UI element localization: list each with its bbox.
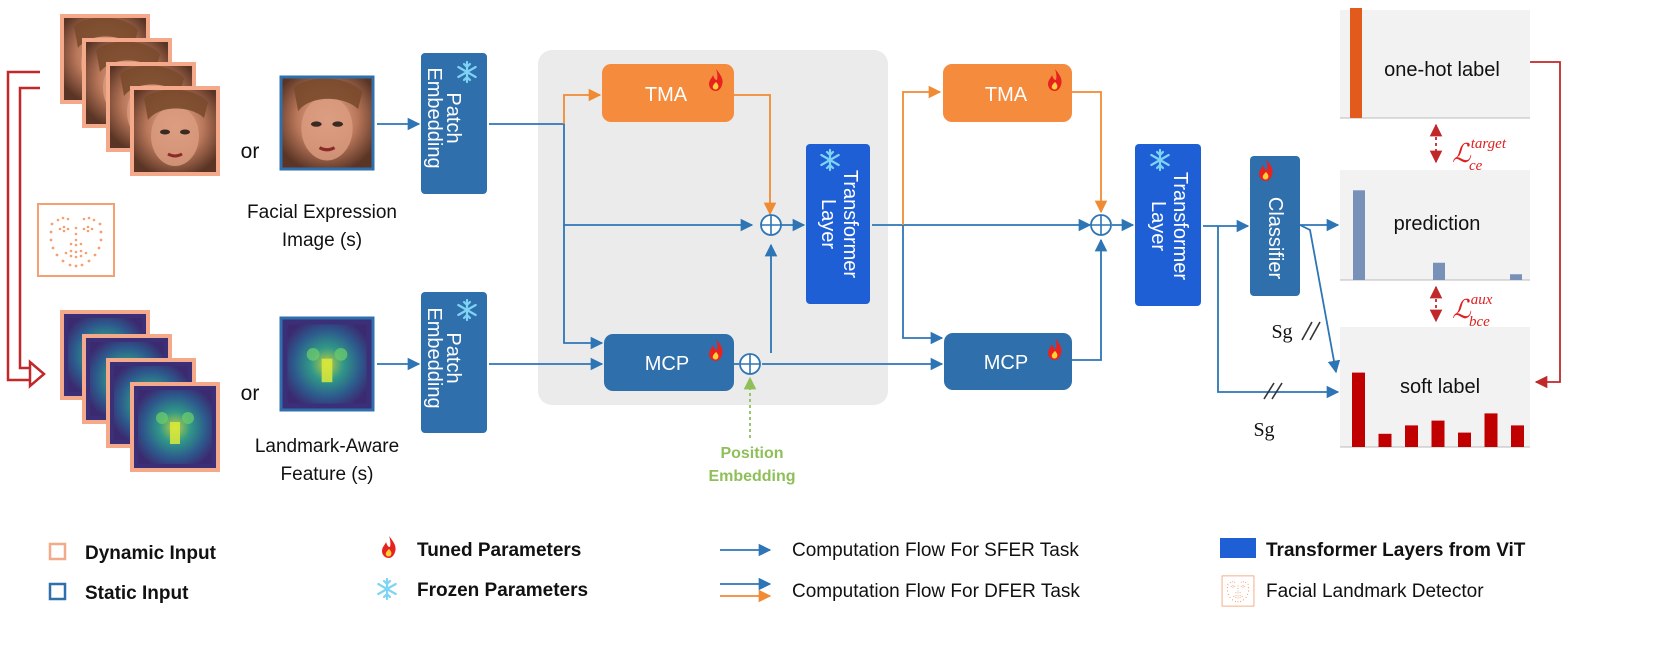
soft-label-text: soft label bbox=[1400, 376, 1480, 398]
static-face-image bbox=[279, 75, 375, 171]
legend-dfer-flow: Computation Flow For DFER Task bbox=[792, 581, 1080, 602]
tma-1-label: TMA bbox=[645, 84, 688, 106]
soft-bars-bar bbox=[1484, 413, 1498, 447]
or-label-bottom: or bbox=[241, 382, 260, 405]
patch-embedding-top-line2: Embedding bbox=[423, 67, 445, 168]
legend-tuned-parameters: Tuned Parameters bbox=[417, 540, 581, 561]
prediction-bars bbox=[1353, 190, 1522, 280]
feature-label-line2: Feature (s) bbox=[281, 464, 374, 485]
legend-vit-swatch bbox=[1220, 538, 1256, 558]
stop-gradient-marks bbox=[1263, 321, 1321, 400]
legend-landmark-detector: Facial Landmark Detector bbox=[1266, 581, 1484, 602]
loss-aux-sup: aux bbox=[1471, 292, 1493, 308]
legend-frozen-parameters: Frozen Parameters bbox=[417, 580, 588, 601]
mcp-2-label: MCP bbox=[984, 352, 1028, 374]
tma-block-2[interactable]: TMA bbox=[943, 64, 1072, 122]
soft-bars-bar bbox=[1378, 433, 1392, 447]
image-label-line2: Image (s) bbox=[282, 230, 362, 251]
position-embedding-line1: Position bbox=[720, 445, 783, 462]
landmark-extraction-arrow bbox=[6, 70, 46, 389]
transformer-2-line2: Layer bbox=[1147, 201, 1169, 251]
loss-target-sub: ce bbox=[1469, 158, 1483, 174]
landmark-detector-icon bbox=[37, 203, 115, 277]
flows-stage2 bbox=[872, 85, 1135, 361]
transformer-layer-1[interactable]: Transformer Layer bbox=[806, 144, 870, 304]
transformer-1-line1: Transformer bbox=[839, 170, 861, 279]
add-node-stage2 bbox=[1090, 214, 1112, 236]
legend-vit-layers: Transformer Layers from ViT bbox=[1266, 540, 1526, 561]
one-hot-bars bbox=[1350, 8, 1362, 118]
legend-landmark-icon bbox=[1221, 575, 1255, 607]
classifier-label: Classifier bbox=[1264, 197, 1286, 280]
prediction-panel: prediction bbox=[1340, 170, 1530, 281]
position-add-node bbox=[739, 353, 761, 375]
sg-label-lower: Sg bbox=[1253, 419, 1274, 441]
snowflake-icon bbox=[377, 577, 397, 601]
soft-bars-bar bbox=[1352, 372, 1365, 447]
classifier-block[interactable]: Classifier bbox=[1250, 156, 1300, 296]
legend-static-input: Static Input bbox=[85, 583, 189, 604]
loss-aux-base: ℒ bbox=[1452, 295, 1472, 324]
patch-embedding-top-line1: Patch bbox=[442, 92, 464, 143]
soft-bars-bar bbox=[1511, 425, 1524, 447]
loss-target-label: ℒtarget ce bbox=[1452, 136, 1507, 174]
mcp-block-2[interactable]: MCP bbox=[944, 333, 1072, 390]
transformer-2-line1: Transformer bbox=[1169, 172, 1191, 281]
or-label-top: or bbox=[241, 140, 260, 163]
patch-embedding-bottom-line2: Embedding bbox=[423, 307, 445, 408]
dynamic-face-stack bbox=[60, 14, 220, 176]
dynamic-feature-stack bbox=[60, 310, 220, 472]
prediction-text: prediction bbox=[1394, 213, 1481, 235]
mcp-1-label: MCP bbox=[645, 353, 689, 375]
legend-static-swatch bbox=[48, 582, 67, 601]
soft-label-bars bbox=[1352, 372, 1524, 447]
loss-aux-label: ℒaux bce bbox=[1452, 292, 1493, 330]
feature-label-line1: Landmark-Aware bbox=[255, 436, 399, 457]
onehot-bars-bar bbox=[1350, 8, 1362, 118]
loss-aux-sub: bce bbox=[1469, 314, 1490, 330]
flame-icon bbox=[382, 536, 396, 558]
tma-block-1[interactable]: TMA bbox=[602, 64, 734, 122]
prediction-bars-bar bbox=[1433, 262, 1445, 280]
loss-target-sup: target bbox=[1471, 136, 1507, 152]
patch-embedding-top[interactable]: Patch Embedding bbox=[421, 53, 487, 194]
soft-bars-bar bbox=[1458, 432, 1471, 447]
legend-sfer-flow: Computation Flow For SFER Task bbox=[792, 540, 1079, 561]
legend-dynamic-swatch bbox=[48, 542, 67, 561]
transformer-layer-2[interactable]: Transformer Layer bbox=[1135, 144, 1201, 306]
legend: Dynamic Input Static Input Tuned Paramet… bbox=[48, 536, 1526, 607]
prediction-bars-bar bbox=[1510, 274, 1522, 280]
adapter-region-background bbox=[538, 50, 888, 405]
static-feature-image bbox=[279, 316, 375, 412]
loss-target-base: ℒ bbox=[1452, 139, 1472, 168]
sg-label-upper: Sg bbox=[1271, 321, 1292, 343]
flows-stage1 bbox=[489, 88, 944, 371]
prediction-bars-bar bbox=[1353, 190, 1365, 280]
soft-bars-bar bbox=[1405, 425, 1418, 447]
image-label-line1: Facial Expression bbox=[247, 202, 397, 223]
transformer-1-line2: Layer bbox=[817, 199, 839, 249]
soft-label-panel: soft label bbox=[1340, 327, 1530, 448]
one-hot-label-text: one-hot label bbox=[1384, 59, 1500, 81]
patch-embedding-bottom-line1: Patch bbox=[442, 332, 464, 383]
patch-embedding-bottom[interactable]: Patch Embedding bbox=[421, 292, 487, 433]
add-node-stage1 bbox=[760, 214, 782, 236]
soft-bars-bar bbox=[1431, 420, 1445, 447]
one-hot-label-panel: one-hot label bbox=[1340, 8, 1530, 119]
tma-2-label: TMA bbox=[985, 84, 1028, 106]
legend-dynamic-input: Dynamic Input bbox=[85, 543, 217, 564]
mcp-block-1[interactable]: MCP bbox=[604, 334, 734, 391]
position-embedding-line2: Embedding bbox=[708, 468, 795, 485]
